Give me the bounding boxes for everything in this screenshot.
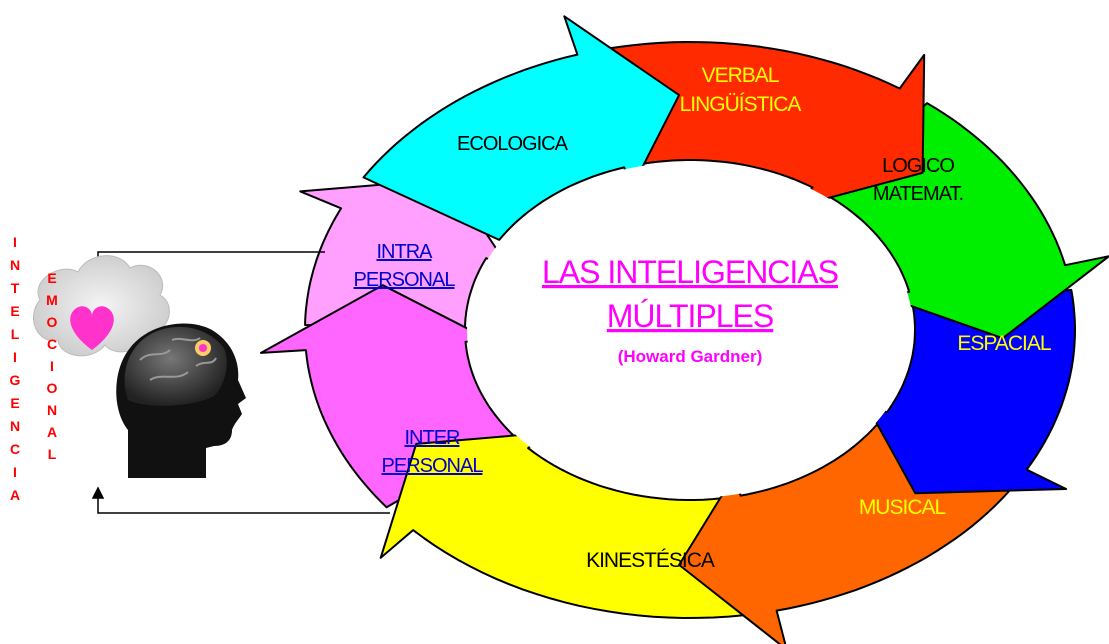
- head-brain-icon: [116, 323, 246, 478]
- segment-label-intra-0[interactable]: INTRA: [377, 241, 435, 263]
- segment-label-ecologica-0: ECOLOGICA: [457, 133, 569, 155]
- side-word-emocional-letter: A: [47, 424, 57, 440]
- side-word-emocional-letter: N: [47, 402, 57, 418]
- side-word-emocional-letter: E: [47, 270, 56, 286]
- ring-center-hole: [467, 162, 913, 498]
- segment-label-inter-1[interactable]: PERSONAL: [382, 455, 485, 477]
- segment-label-logico-0: LOGICO: [882, 155, 954, 177]
- side-word-inteligencia-letter: I: [13, 464, 17, 480]
- segment-label-musical-0: MUSICAL: [859, 496, 946, 519]
- intelligences-ring: [260, 15, 1109, 644]
- segment-arrow-espacial: [863, 288, 1076, 495]
- side-word-inteligencia-letter: N: [10, 257, 20, 273]
- side-word-inteligencia-letter: N: [10, 418, 20, 434]
- segment-arrow-ecologica: [362, 15, 681, 241]
- side-word-emocional-letter: L: [48, 446, 57, 462]
- side-word-inteligencia-letter: E: [10, 303, 19, 319]
- connector-line-bottom: [97, 492, 390, 514]
- side-word-inteligencia-letter: L: [11, 326, 20, 342]
- center-title-line1: LAS INTELIGENCIAS: [542, 254, 838, 290]
- side-word-inteligencia-letter: I: [13, 234, 17, 250]
- side-word-emocional-letter: O: [47, 314, 58, 330]
- side-word-inteligencia-letter: I: [13, 349, 17, 365]
- segment-label-verbal-1: LINGÜÍSTICA: [680, 93, 802, 116]
- segment-label-logico-1: MATEMAT.: [873, 183, 963, 205]
- center-title-line2: MÚLTIPLES: [607, 298, 773, 334]
- side-word-inteligencia: INTELIGENCIA: [10, 234, 21, 503]
- side-word-inteligencia-letter: T: [11, 280, 20, 296]
- segment-labels: ECOLOGICA VERBAL LINGÜÍSTICA LOGICO MATEMAT.…: [354, 64, 1052, 572]
- segment-label-espacial-0: ESPACIAL: [957, 332, 1050, 355]
- side-word-inteligencia-letter: E: [10, 395, 19, 411]
- side-word-emocional-letter: C: [47, 336, 57, 352]
- connector-arrowhead-bottom: [91, 486, 105, 499]
- segment-arrow-verbal: [609, 41, 926, 207]
- side-word-emocional-letter: I: [50, 358, 54, 374]
- center-title-group: LAS INTELIGENCIAS MÚLTIPLES (Howard Gard…: [542, 254, 839, 366]
- side-word-inteligencia-letter: G: [10, 372, 21, 388]
- side-word-inteligencia-letter: A: [10, 487, 20, 503]
- side-word-emocional-letter: O: [47, 380, 58, 396]
- center-subtitle: (Howard Gardner): [618, 347, 763, 366]
- segment-label-inter-0[interactable]: INTER: [405, 427, 462, 449]
- segment-label-verbal-0: VERBAL: [702, 64, 779, 87]
- side-word-inteligencia-letter: C: [10, 441, 20, 457]
- side-word-emocional-letter: M: [46, 292, 58, 308]
- segment-arrow-kinestesica: [379, 431, 745, 619]
- heart-icon: [70, 306, 114, 350]
- segment-label-intra-1[interactable]: PERSONAL: [354, 269, 457, 291]
- segment-label-kinestesica-0: KINESTÉSICA: [586, 549, 715, 572]
